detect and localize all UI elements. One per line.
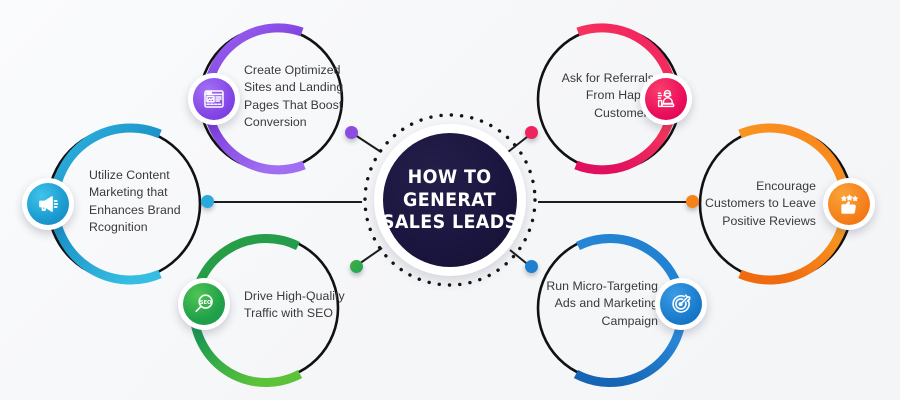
label-line: Customers to Leave xyxy=(705,196,816,211)
connector-dot-referrals xyxy=(525,126,538,139)
node-label-positive-reviews: Encourage Customers to Leave Positive Re… xyxy=(680,178,816,230)
node-label-content-marketing: Utilize Content Marketing that Enhances … xyxy=(89,167,209,237)
label-line: Ask for Referrals xyxy=(561,71,654,85)
label-line: Ads and Marketing xyxy=(554,296,658,311)
node-referrals[interactable]: Ask for Referrals From Happy Customers xyxy=(530,20,692,178)
target-dart-icon xyxy=(669,292,693,316)
label-line: Marketing that xyxy=(89,185,168,200)
node-seo-traffic[interactable]: Drive High-Quality Traffic with SEO SEO xyxy=(178,228,346,388)
label-line: Traffic with SEO xyxy=(244,306,333,321)
connector-dot-content-marketing xyxy=(201,195,214,208)
label-line: Positive Reviews xyxy=(722,213,816,228)
node-label-seo-traffic: Drive High-Quality Traffic with SEO xyxy=(244,288,362,323)
connector-dot-seo-traffic xyxy=(350,260,363,273)
thumbs-up-stars-icon xyxy=(837,192,862,217)
node-label-optimized-sites: Create Optimized Sites and Landing Pages… xyxy=(244,62,362,132)
node-label-micro-targeting-ads: Run Micro-Targeting Ads and Marketing Ca… xyxy=(522,278,658,330)
label-line: Rcognition xyxy=(89,220,148,235)
node-content-marketing[interactable]: Utilize Content Marketing that Enhances … xyxy=(22,120,209,288)
label-line: Enhances Brand xyxy=(89,202,181,217)
svg-text:SEO: SEO xyxy=(200,300,212,306)
seo-magnifier-icon: SEO xyxy=(192,292,216,316)
megaphone-icon xyxy=(36,192,60,216)
center-hub: HOW TO GENERAT SALES LEADS xyxy=(360,110,540,290)
label-line: Create Optimized xyxy=(244,63,341,77)
node-optimized-sites[interactable]: Create Optimized Sites and Landing Pages… xyxy=(188,20,350,178)
hub-dotted-ring xyxy=(363,113,537,287)
icon-badge-micro-targeting-ads[interactable] xyxy=(655,278,707,330)
hub-core: HOW TO GENERAT SALES LEADS xyxy=(382,133,518,267)
landing-page-icon xyxy=(202,87,226,111)
label-line: Sites and Landing xyxy=(244,80,344,95)
label-line: Drive High-Quality xyxy=(244,289,345,303)
label-line: Pages That Boost xyxy=(244,97,343,112)
label-line: Conversion xyxy=(244,115,307,130)
label-line: Encourage xyxy=(756,179,816,193)
icon-badge-optimized-sites[interactable] xyxy=(188,73,240,125)
label-line: Run Micro-Targeting xyxy=(546,279,658,293)
hub-title-line-1: HOW TO xyxy=(408,166,492,189)
label-line: Customers xyxy=(594,105,654,120)
icon-badge-positive-reviews[interactable] xyxy=(823,178,875,230)
connector-dot-positive-reviews xyxy=(686,195,699,208)
label-line: Campaign xyxy=(601,313,658,328)
icon-badge-seo-traffic[interactable]: SEO xyxy=(178,278,230,330)
node-label-referrals: Ask for Referrals From Happy Customers xyxy=(526,70,654,122)
connector-dot-micro-targeting-ads xyxy=(525,260,538,273)
hub-title-line-3: SALES LEADS xyxy=(382,211,518,234)
label-line: Utilize Content xyxy=(89,168,170,182)
hub-title-line-2: GENERAT xyxy=(403,188,497,211)
icon-badge-referrals[interactable] xyxy=(640,73,692,125)
connector-dot-optimized-sites xyxy=(345,126,358,139)
icon-badge-content-marketing[interactable] xyxy=(22,178,74,230)
label-line: From Happy xyxy=(585,88,654,103)
node-micro-targeting-ads[interactable]: Run Micro-Targeting Ads and Marketing Ca… xyxy=(530,228,707,388)
node-positive-reviews[interactable]: Encourage Customers to Leave Positive Re… xyxy=(692,120,875,288)
support-agent-icon xyxy=(654,87,678,111)
